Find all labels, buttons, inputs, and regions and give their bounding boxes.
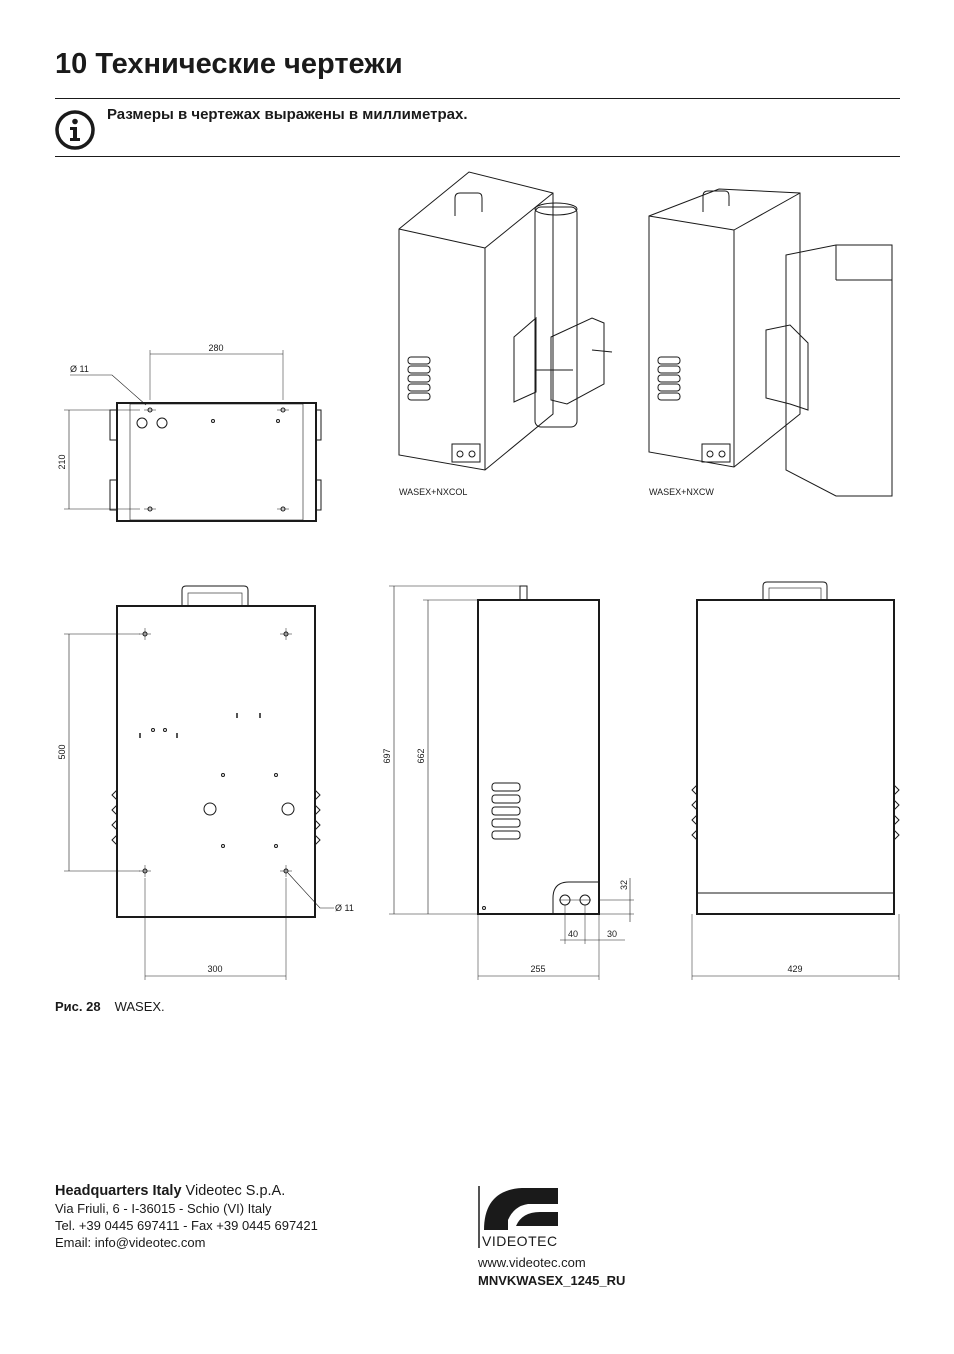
dim-30: 30 bbox=[607, 929, 617, 939]
iso-nxcw-drawing bbox=[648, 188, 893, 497]
dim-210: 210 bbox=[57, 454, 67, 469]
footer-contact: Headquarters Italy Videotec S.p.A. Via F… bbox=[55, 1183, 318, 1251]
dim-662: 662 bbox=[416, 748, 426, 763]
top-rule bbox=[55, 98, 900, 99]
dim-429: 429 bbox=[787, 964, 802, 974]
front-view-drawing bbox=[64, 585, 334, 980]
figure-caption: Рис. 28 WASEX. bbox=[55, 999, 165, 1014]
dim-300: 300 bbox=[207, 964, 222, 974]
label-nxcw: WASEX+NXCW bbox=[649, 487, 714, 497]
rear-view-drawing bbox=[691, 581, 900, 980]
website-link[interactable]: www.videotec.com bbox=[478, 1255, 586, 1270]
email: Email: info@videotec.com bbox=[55, 1235, 206, 1250]
side-view-drawing bbox=[389, 585, 634, 980]
videotec-logo: VIDEOTEC bbox=[478, 1186, 558, 1248]
dim-255: 255 bbox=[530, 964, 545, 974]
dim-hole-top: Ø 11 bbox=[70, 364, 89, 374]
note-rule bbox=[55, 156, 900, 157]
dim-hole-bottom: Ø 11 bbox=[335, 903, 354, 913]
info-icon bbox=[55, 110, 95, 150]
address: Via Friuli, 6 - I-36015 - Schio (VI) Ita… bbox=[55, 1201, 272, 1216]
hq-label: Headquarters Italy bbox=[55, 1183, 182, 1199]
technical-drawings: WASEX+NXCOL WASEX+NXCW 280 210 Ø 11 500 … bbox=[57, 171, 900, 980]
page-title: 10 Технические чертежи bbox=[55, 48, 403, 80]
logo-wordmark: VIDEOTEC bbox=[482, 1233, 558, 1248]
hq-line: Headquarters Italy Videotec S.p.A. bbox=[55, 1183, 318, 1200]
label-nxcol: WASEX+NXCOL bbox=[399, 487, 467, 497]
hq-company: Videotec S.p.A. bbox=[181, 1183, 286, 1199]
footer-brand: VIDEOTEC www.videotec.com MNVKWASEX_1245… bbox=[478, 1186, 625, 1290]
dim-40: 40 bbox=[568, 929, 578, 939]
phone: Tel. +39 0445 697411 - Fax +39 0445 6974… bbox=[55, 1218, 318, 1233]
top-view-drawing bbox=[64, 350, 322, 522]
document-code: MNVKWASEX_1245_RU bbox=[478, 1273, 626, 1288]
dim-500: 500 bbox=[57, 744, 67, 759]
iso-nxcol-drawing bbox=[398, 171, 613, 471]
dim-32: 32 bbox=[619, 880, 629, 890]
figure-text: WASEX. bbox=[114, 999, 165, 1014]
figure-number: Рис. 28 bbox=[55, 999, 101, 1014]
units-note: Размеры в чертежах выражены в миллиметра… bbox=[107, 106, 468, 123]
dim-697: 697 bbox=[382, 748, 392, 763]
dim-280: 280 bbox=[208, 343, 223, 353]
